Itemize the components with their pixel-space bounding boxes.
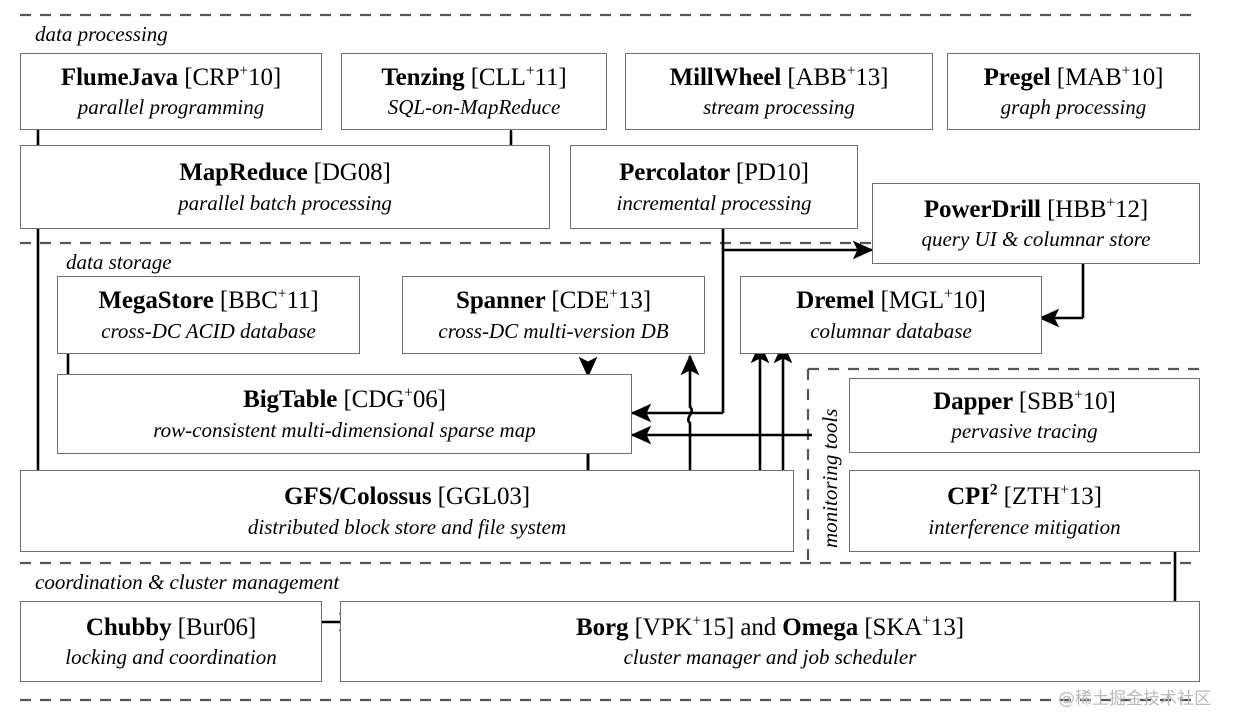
box-pregel-title: Pregel [MAB+10] [983,62,1164,91]
box-dapper[interactable]: Dapper [SBB+10] pervasive tracing [849,378,1200,453]
box-borg-omega[interactable]: Borg [VPK+15] and Omega [SKA+13] cluster… [340,601,1200,682]
box-powerdrill-title: PowerDrill [HBB+12] [923,194,1149,223]
box-chubby[interactable]: Chubby [Bur06] locking and coordination [20,601,322,682]
box-megastore[interactable]: MegaStore [BBC+11] cross-DC ACID databas… [57,276,360,354]
group-label-data-storage: data storage [66,250,172,274]
group-label-coordination: coordination & cluster management [35,570,340,594]
arrow-spanner-bigtable [680,354,700,430]
box-millwheel-title: MillWheel [ABB+13] [669,62,889,91]
box-mapreduce[interactable]: MapReduce [DG08] parallel batch processi… [20,145,550,229]
box-flumejava[interactable]: FlumeJava [CRP+10] parallel programming [20,53,322,130]
group-label-monitoring-tools: monitoring tools [818,408,842,548]
box-powerdrill[interactable]: PowerDrill [HBB+12] query UI & columnar … [872,183,1200,264]
box-mapreduce-title: MapReduce [DG08] [179,159,391,187]
box-tenzing-title: Tenzing [CLL+11] [381,62,567,91]
box-percolator-subtitle: incremental processing [616,190,812,215]
box-megastore-title: MegaStore [BBC+11] [98,286,319,315]
box-pregel-subtitle: graph processing [1000,95,1147,120]
box-dremel-title: Dremel [MGL+10] [796,286,986,315]
box-dremel-subtitle: columnar database [810,318,972,343]
box-spanner-title: Spanner [CDE+13] [456,286,651,315]
box-spanner-subtitle: cross-DC multi-version DB [438,318,669,343]
box-gfs-colossus-subtitle: distributed block store and file system [247,514,567,539]
box-spanner[interactable]: Spanner [CDE+13] cross-DC multi-version … [402,276,705,354]
box-gfs-colossus[interactable]: GFS/Colossus [GGL03] distributed block s… [20,470,794,552]
box-tenzing-subtitle: SQL-on-MapReduce [387,95,561,120]
box-borg-omega-subtitle: cluster manager and job scheduler [623,645,917,670]
watermark-text: @稀土掘金技术社区 [1058,689,1211,709]
box-bigtable-title: BigTable [CDG+06] [243,385,446,414]
box-cpi2-subtitle: interference mitigation [928,514,1121,539]
box-flumejava-subtitle: parallel programming [77,95,265,120]
box-bigtable-subtitle: row-consistent multi-dimensional sparse … [153,417,536,442]
box-millwheel[interactable]: MillWheel [ABB+13] stream processing [625,53,933,130]
box-flumejava-title: FlumeJava [CRP+10] [60,62,282,91]
box-mapreduce-subtitle: parallel batch processing [178,190,392,215]
box-chubby-subtitle: locking and coordination [65,645,277,670]
box-cpi2-title: CPI2 [ZTH+13] [947,482,1102,511]
box-pregel[interactable]: Pregel [MAB+10] graph processing [947,53,1200,130]
box-megastore-subtitle: cross-DC ACID database [101,318,316,343]
group-label-data-processing: data processing [35,22,168,46]
box-percolator[interactable]: Percolator [PD10] incremental processing [570,145,858,229]
box-powerdrill-subtitle: query UI & columnar store [921,227,1151,252]
box-percolator-title: Percolator [PD10] [619,159,809,187]
box-dapper-subtitle: pervasive tracing [951,419,1098,444]
box-dapper-title: Dapper [SBB+10] [933,386,1116,415]
box-chubby-title: Chubby [Bur06] [85,613,257,641]
box-bigtable[interactable]: BigTable [CDG+06] row-consistent multi-d… [57,374,632,454]
box-cpi2[interactable]: CPI2 [ZTH+13] interference mitigation [849,470,1200,552]
box-gfs-colossus-title: GFS/Colossus [GGL03] [284,483,530,511]
box-tenzing[interactable]: Tenzing [CLL+11] SQL-on-MapReduce [341,53,607,130]
box-millwheel-subtitle: stream processing [703,95,855,120]
box-borg-omega-title: Borg [VPK+15] and Omega [SKA+13] [576,612,964,641]
box-dremel[interactable]: Dremel [MGL+10] columnar database [740,276,1042,354]
